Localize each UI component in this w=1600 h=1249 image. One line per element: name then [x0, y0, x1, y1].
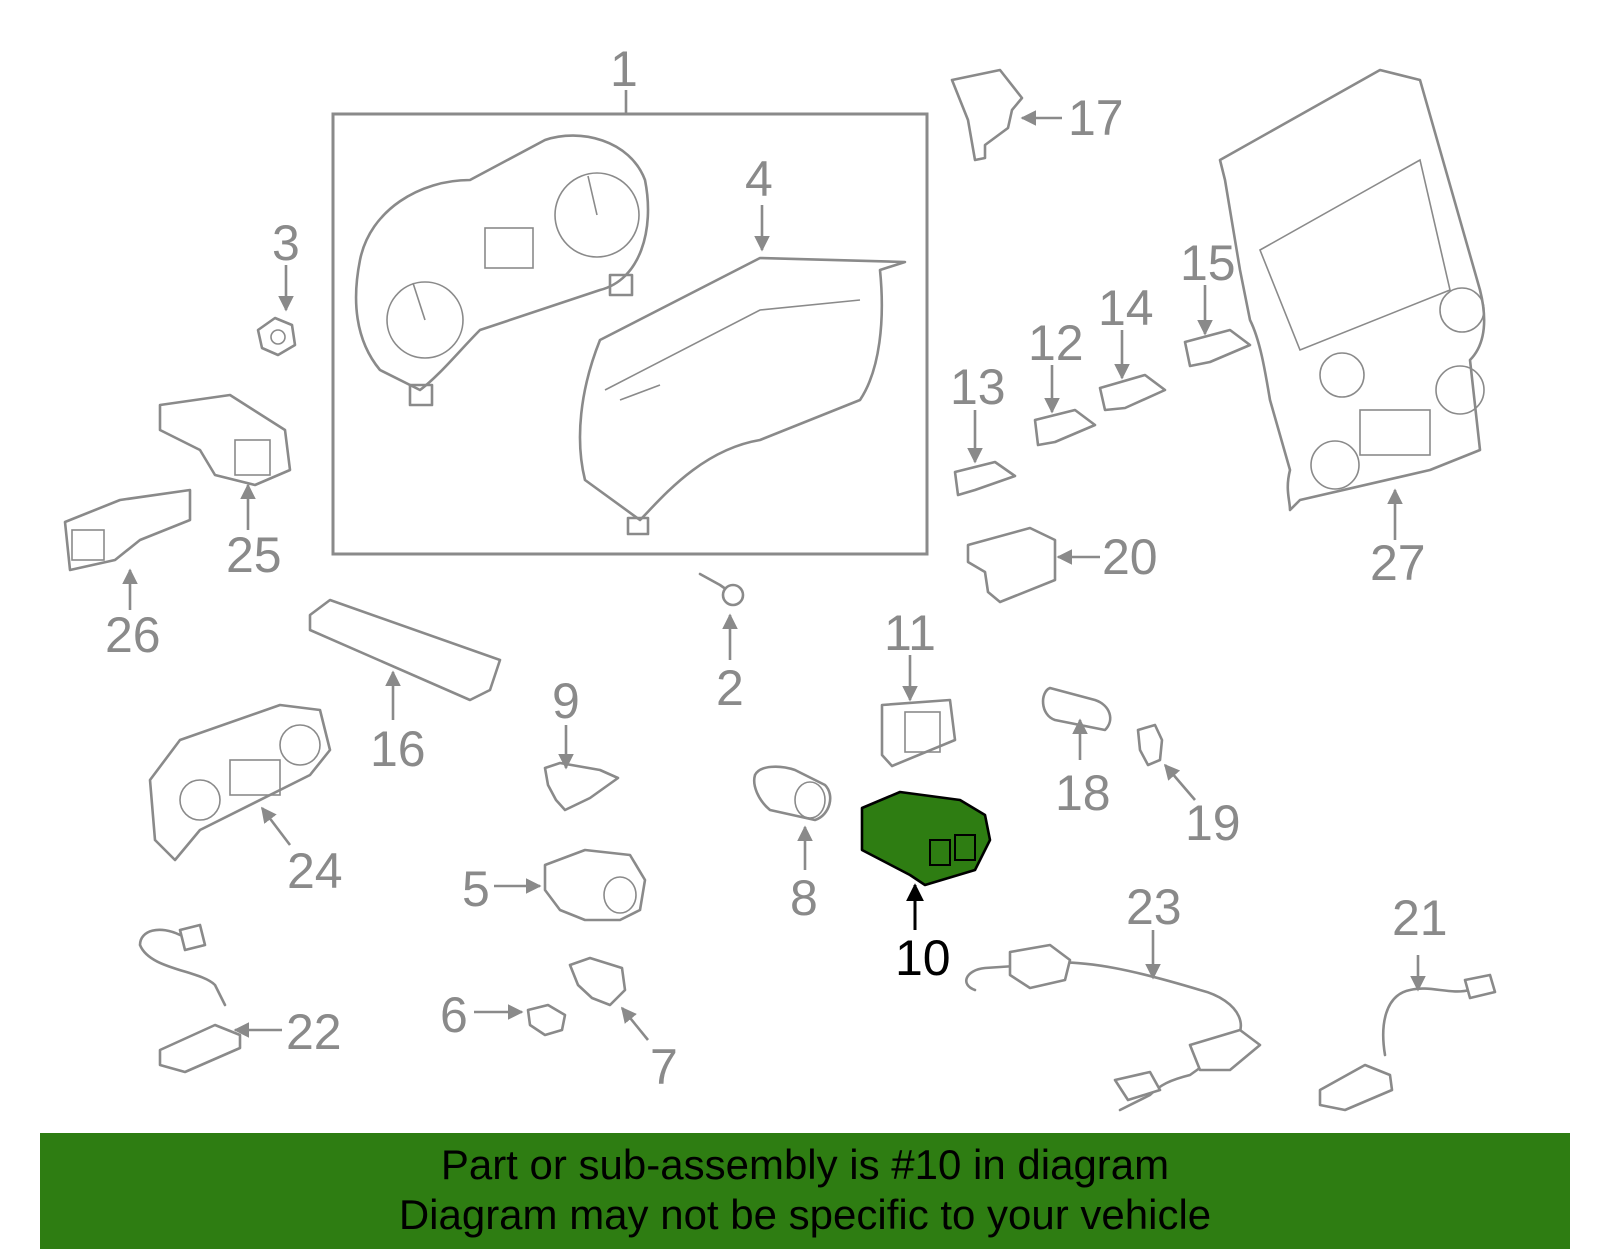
part-22-cable-assembly: 22: [138, 923, 342, 1074]
callout-2: 2: [716, 660, 744, 716]
part-26-socket: 26: [63, 488, 192, 663]
part-14-button: 14: [1098, 280, 1167, 412]
part-25-switch-connector: 25: [158, 393, 292, 583]
callout-23: 23: [1126, 879, 1182, 935]
part-23-wiring-harness: 23: [965, 879, 1262, 1112]
callout-17: 17: [1068, 90, 1124, 146]
part-6-clip: 6: [440, 987, 567, 1043]
callout-22: 22: [286, 1004, 342, 1060]
callout-15: 15: [1180, 235, 1236, 291]
callout-18: 18: [1055, 765, 1111, 821]
part-7-switch: 7: [568, 956, 678, 1095]
callout-20: 20: [1102, 529, 1158, 585]
caption-background: [40, 1133, 1570, 1249]
callout-11: 11: [884, 605, 936, 661]
callout-3: 3: [272, 215, 300, 271]
part-10-highlighted-module: 10: [860, 790, 992, 986]
part-27-center-stack-bezel: 27: [1218, 68, 1486, 591]
callout-8: 8: [790, 870, 818, 926]
part-10-shape: [860, 790, 992, 887]
part-5-switch-knob: 5: [462, 848, 647, 922]
callout-16: 16: [370, 721, 426, 777]
part-24-climate-control-panel: 24: [148, 703, 343, 899]
callout-27: 27: [1370, 535, 1426, 591]
part-3-nut: 3: [256, 215, 300, 357]
part-1-instrument-cluster-group: 1: [331, 41, 929, 556]
callout-10: 10: [895, 930, 951, 986]
part-2-screw: 2: [698, 572, 745, 716]
callout-5: 5: [462, 861, 490, 917]
callout-25: 25: [226, 527, 282, 583]
callout-12: 12: [1028, 315, 1084, 371]
part-12-button: 12: [1028, 315, 1097, 447]
part-16-trim-strip: 16: [308, 598, 502, 777]
callout-4: 4: [745, 151, 773, 207]
part-21-cable-assembly: 21: [1318, 890, 1497, 1112]
callout-14: 14: [1098, 280, 1154, 336]
part-13-button: 13: [950, 359, 1017, 497]
callout-26: 26: [105, 607, 161, 663]
callout-21: 21: [1392, 890, 1448, 946]
callout-9: 9: [552, 673, 580, 729]
part-19-clip: 19: [1136, 723, 1241, 851]
caption-line-1: Part or sub-assembly is #10 in diagram: [440, 1141, 1170, 1188]
callout-19: 19: [1185, 795, 1241, 851]
caption-line-2: Diagram may not be specific to your vehi…: [398, 1191, 1212, 1238]
part-15-button: 15: [1180, 235, 1252, 368]
callout-1: 1: [610, 41, 638, 97]
callout-13: 13: [950, 359, 1006, 415]
cluster-face-drawing: [354, 134, 650, 407]
caption-banner: Part or sub-assembly is #10 in diagram D…: [40, 1133, 1570, 1249]
part-17-switch: 17: [950, 68, 1124, 162]
callout-24: 24: [287, 843, 343, 899]
part-18-pin: 18: [1041, 686, 1112, 821]
callout-6: 6: [440, 987, 468, 1043]
part-8-socket: 8: [752, 765, 832, 926]
part-20-switch: 20: [966, 526, 1158, 604]
callout-7: 7: [650, 1039, 678, 1095]
part-9-bracket: 9: [543, 673, 620, 812]
part-4-cluster-housing: 4: [578, 151, 907, 536]
part-11-module: 11: [880, 605, 957, 768]
